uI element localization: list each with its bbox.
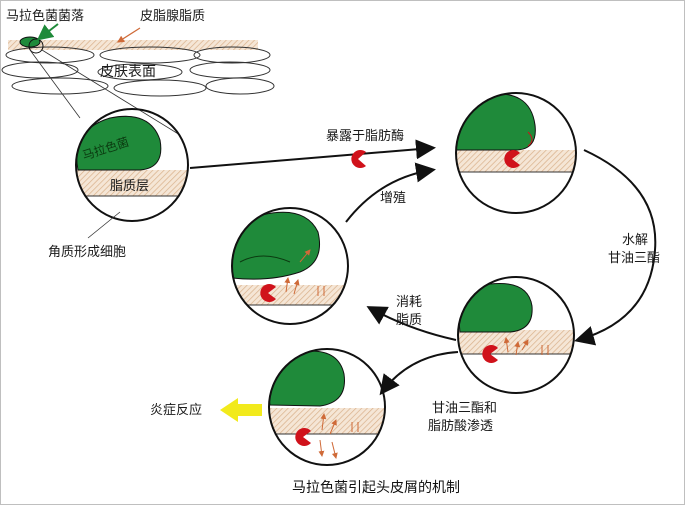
sebum-pointer-arrow xyxy=(116,27,141,43)
skin-surface-illustration xyxy=(1,23,275,136)
stage-circle-hydrolysis xyxy=(457,276,575,394)
exposure-arrow xyxy=(189,139,436,169)
zoom-circle-skin xyxy=(75,108,189,222)
proliferation-arrow xyxy=(345,162,436,223)
penetration-arrow xyxy=(379,351,459,396)
label-tg-fa-line1: 甘油三酯和 xyxy=(432,401,497,416)
label-hydrolysis-line2: 甘油三酯 xyxy=(608,251,660,266)
keratinocyte-pointer xyxy=(87,211,121,239)
inflammation-arrow xyxy=(220,398,262,422)
consume-arrow xyxy=(366,306,457,341)
label-consume-line2: 脂质 xyxy=(396,313,422,328)
label-hydrolysis-line1: 水解 xyxy=(622,233,648,248)
label-consume-line1: 消耗 xyxy=(396,295,422,310)
label-malassezia-colony: 马拉色菌菌落 xyxy=(6,8,84,24)
stage-circle-proliferation xyxy=(231,207,349,325)
hydrolysis-arrow xyxy=(574,149,657,346)
stage-circle-exposure xyxy=(455,92,577,214)
zoom-origin-circle xyxy=(28,38,44,54)
label-tg-fa-line2: 脂肪酸渗透 xyxy=(428,418,493,434)
label-inflammation: 炎症反应 xyxy=(150,402,202,418)
lipase-icon xyxy=(351,150,366,168)
caption: 马拉色菌引起头皮屑的机制 xyxy=(292,479,460,496)
label-lipid-layer: 脂质层 xyxy=(110,179,149,194)
stage-circle-inflammation xyxy=(268,348,386,466)
label-keratinocyte: 角质形成细胞 xyxy=(48,245,126,260)
label-proliferation: 增殖 xyxy=(380,190,406,206)
label-skin-surface: 皮肤表面 xyxy=(100,64,156,80)
label-exposure: 暴露于脂肪酶 xyxy=(326,128,404,144)
sebum-layer-strip xyxy=(8,40,258,50)
colony-pointer-arrow xyxy=(36,23,59,41)
label-sebum: 皮脂腺脂质 xyxy=(140,9,205,24)
